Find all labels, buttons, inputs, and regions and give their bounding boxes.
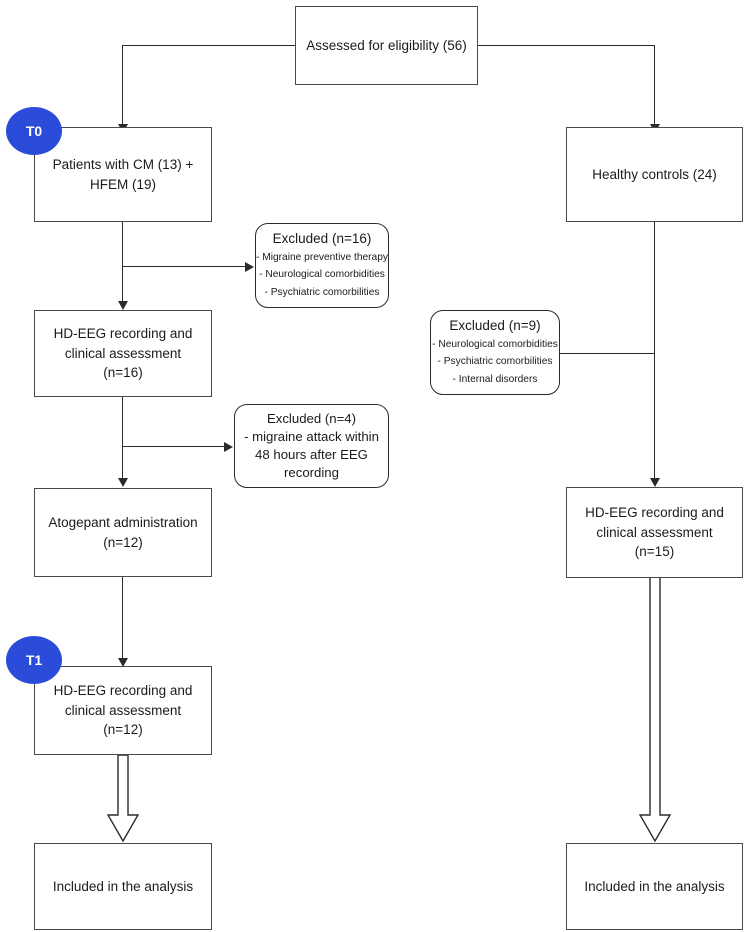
node-patients-label: Patients with CM (13) + HFEM (19) [52,156,194,192]
arrowhead-to-eeg-t0 [118,301,128,310]
connector-top-horizontal-left [122,45,301,47]
excluded-9-reason-3: - Internal disorders [452,373,538,385]
node-hd-eeg-t0-patients[interactable]: HD-EEG recording and clinical assessment… [34,310,212,397]
connector-top-vertical-right [654,45,656,127]
block-arrow-right-to-included [638,577,672,843]
excluded-9-title: Excluded (n=9) [449,317,541,333]
badge-t0-label: T0 [25,123,43,139]
excluded-4-title: Excluded (n=4) [266,410,357,426]
node-included-left-label: Included in the analysis [52,878,194,894]
node-hd-eeg-t1-patients[interactable]: HD-EEG recording and clinical assessment… [34,666,212,755]
node-hd-eeg-controls-label: HD-EEG recording and clinical assessment… [585,505,724,560]
excluded-16-title: Excluded (n=16) [272,230,372,246]
excluded-16-reason-3: - Psychiatric comorbilities [264,286,380,298]
node-included-right-label: Included in the analysis [584,878,725,894]
connector-branch-excluded-16 [122,266,247,268]
node-atogepant-label: Atogepant administration (n=12) [48,514,198,550]
arrowhead-to-controls-eeg [650,478,660,487]
node-excluded-4[interactable]: Excluded (n=4) - migraine attack within … [234,404,389,488]
node-patients-with-cm-hfem[interactable]: Patients with CM (13) + HFEM (19) [34,127,212,222]
arrowhead-to-excluded-4 [224,442,233,452]
excluded-9-reason-1: - Neurological comorbidities [432,339,558,351]
block-arrow-left-to-included [106,755,140,843]
connector-patients-to-eeg-t0 [122,221,124,304]
connector-branch-excluded-9 [558,353,654,355]
connector-controls-to-controls-eeg [654,221,656,481]
connector-top-vertical-left [122,45,124,127]
excluded-16-reason-2: - Neurological comorbidities [259,269,385,281]
node-excluded-9[interactable]: Excluded (n=9) - Neurological comorbidit… [430,310,560,395]
node-hd-eeg-t0-label: HD-EEG recording and clinical assessment… [53,326,193,381]
excluded-4-reason-1: - migraine attack within 48 hours after … [244,428,379,481]
node-atogepant-administration[interactable]: Atogepant administration (n=12) [34,488,212,577]
arrowhead-to-atogepant [118,478,128,487]
node-included-in-analysis-right[interactable]: Included in the analysis [566,843,743,930]
excluded-9-reason-2: - Psychiatric comorbilities [437,356,553,368]
connector-branch-excluded-4 [122,446,226,448]
arrowhead-to-excluded-16 [245,262,254,272]
badge-t1: T1 [6,636,62,684]
node-assessed-label: Assessed for eligibility (56) [306,37,467,53]
node-included-in-analysis-left[interactable]: Included in the analysis [34,843,212,930]
node-hd-eeg-t1-label: HD-EEG recording and clinical assessment… [53,683,193,738]
node-healthy-controls[interactable]: Healthy controls (24) [566,127,743,222]
badge-t0: T0 [6,107,62,155]
connector-top-horizontal-right [477,45,655,47]
node-assessed-for-eligibility[interactable]: Assessed for eligibility (56) [295,6,478,85]
badge-t1-label: T1 [25,652,43,668]
node-excluded-16[interactable]: Excluded (n=16) - Migraine preventive th… [255,223,389,308]
connector-atogepant-to-eeg-t1 [122,577,124,661]
node-hd-eeg-controls[interactable]: HD-EEG recording and clinical assessment… [566,487,743,578]
connector-eeg-t0-to-atogepant [122,396,124,481]
node-controls-label: Healthy controls (24) [592,166,717,182]
excluded-16-reason-1: - Migraine preventive therapy [256,252,388,264]
arrowhead-to-eeg-t1 [118,658,128,667]
